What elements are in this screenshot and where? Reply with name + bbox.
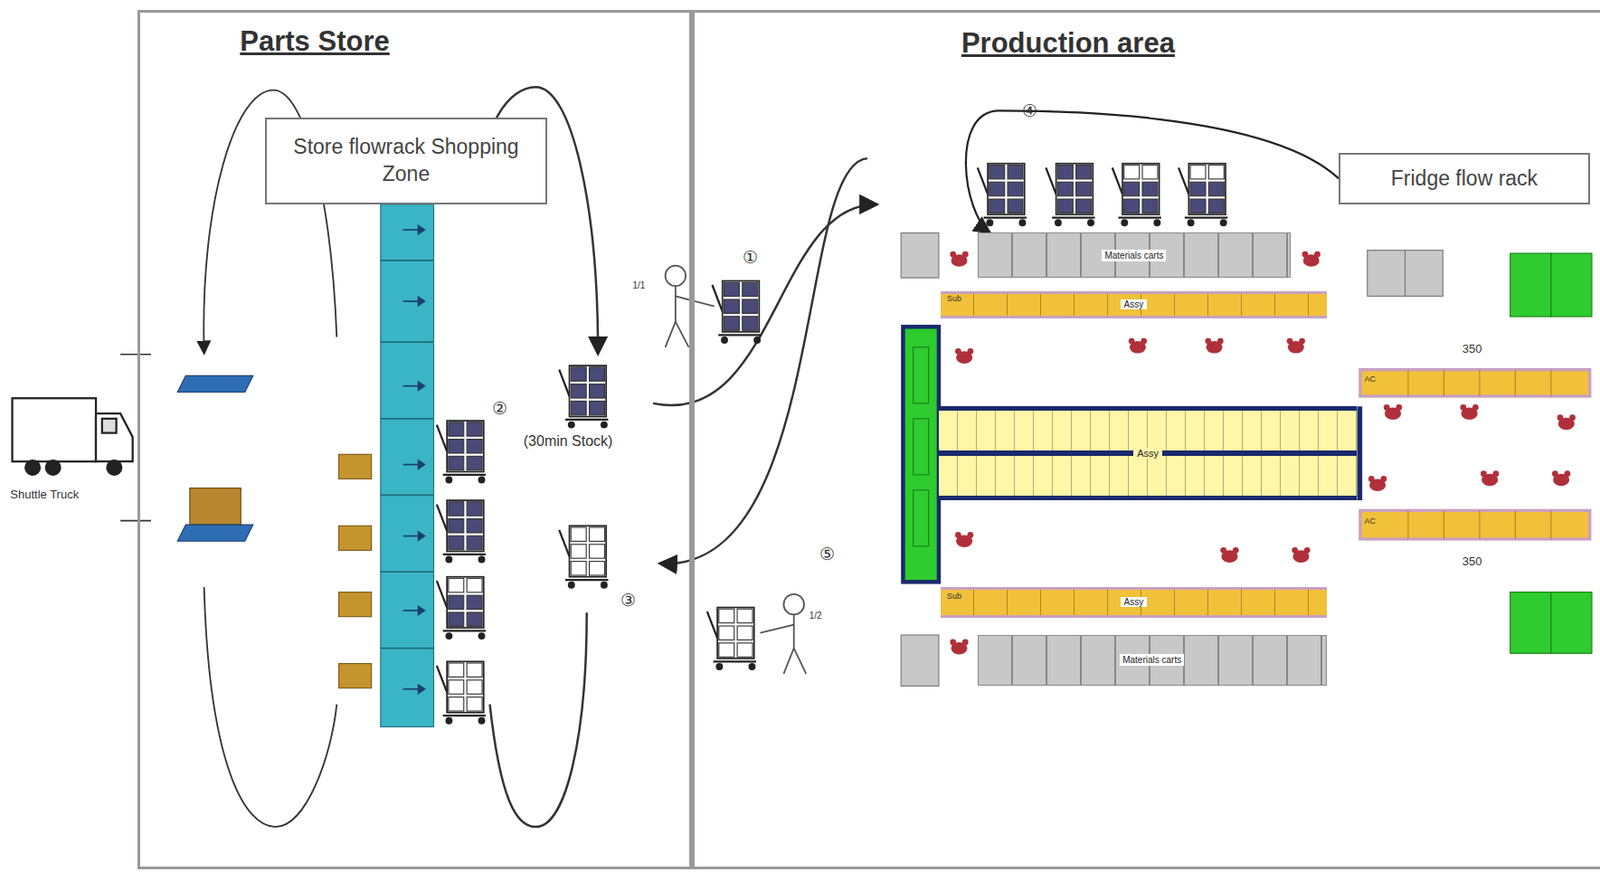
region-panel: Production areaFridge flow rackMaterials… xyxy=(691,9,1600,870)
operator xyxy=(1459,404,1478,420)
node-label: Materials carts xyxy=(1101,249,1166,262)
node-label: Assy xyxy=(1120,596,1148,607)
cart xyxy=(1178,163,1228,227)
assy-bench: Assy xyxy=(940,586,1326,618)
annotation: Shuttle Truck xyxy=(9,487,79,502)
callout-number: ⑤ xyxy=(819,543,835,565)
annotation: 1/1 xyxy=(632,280,645,291)
callout-number: ③ xyxy=(620,589,636,611)
annotation: 1/2 xyxy=(809,610,823,621)
cart xyxy=(711,281,761,344)
annotation: (30min Stock) xyxy=(523,433,614,450)
operator xyxy=(1287,338,1306,354)
flow-rack xyxy=(380,204,435,728)
operator xyxy=(955,531,974,548)
node-label: Assy xyxy=(1120,299,1148,310)
node-label: Assy xyxy=(1133,447,1163,459)
sub-assy-bars xyxy=(1356,369,1590,540)
callout-number: ① xyxy=(742,246,758,268)
flow-arrow xyxy=(965,110,1339,233)
annotation: AC xyxy=(1363,374,1376,384)
operator xyxy=(955,348,974,364)
operators xyxy=(665,265,807,674)
cart xyxy=(1112,163,1162,227)
operator xyxy=(1383,404,1402,420)
workstations xyxy=(900,232,1443,686)
operator xyxy=(949,251,968,267)
cart xyxy=(436,500,486,563)
cart xyxy=(707,607,757,671)
operator xyxy=(1552,470,1571,486)
operator xyxy=(949,639,968,655)
operator xyxy=(1291,547,1310,563)
assembly-line: Assy xyxy=(938,406,1358,501)
rack-box: Store flowrack Shopping Zone xyxy=(265,117,547,205)
annotation: 350 xyxy=(1462,554,1483,569)
node-label: Store flowrack Shopping Zone xyxy=(272,133,540,189)
cart xyxy=(436,420,486,483)
assy-bench: Assy xyxy=(940,291,1326,319)
annotation: Sub xyxy=(946,591,962,601)
operator xyxy=(1557,414,1576,430)
cart-lane: Materials carts xyxy=(977,634,1327,686)
operator xyxy=(1220,547,1239,563)
flow-loops xyxy=(203,86,876,827)
pallets xyxy=(177,375,253,541)
parts-boxes xyxy=(339,454,372,688)
cart xyxy=(977,163,1027,227)
callout-number: ④ xyxy=(1022,100,1038,122)
cart xyxy=(558,365,608,428)
annotation: Sub xyxy=(946,293,962,303)
node-label: Materials carts xyxy=(1119,653,1184,666)
cart-lane: Materials carts xyxy=(977,232,1291,278)
rack-box: Fridge flow rack xyxy=(1338,152,1591,204)
cart xyxy=(1045,163,1095,227)
green-stations xyxy=(902,253,1592,654)
annotation: AC xyxy=(1363,516,1376,526)
operator xyxy=(1480,470,1499,486)
cart xyxy=(436,577,486,640)
annotation: 350 xyxy=(1462,341,1483,356)
callout-number: ② xyxy=(492,397,508,419)
node-label: Fridge flow rack xyxy=(1391,166,1538,191)
cart xyxy=(558,525,608,588)
region-heading: Production area xyxy=(961,27,1175,60)
operator xyxy=(1302,251,1321,267)
operator xyxy=(1368,475,1387,492)
region-heading: Parts Store xyxy=(239,25,389,58)
truck xyxy=(12,397,133,475)
operator xyxy=(1204,338,1223,354)
operator xyxy=(1128,338,1147,354)
dock-ticks xyxy=(120,354,152,521)
cart xyxy=(436,661,486,724)
